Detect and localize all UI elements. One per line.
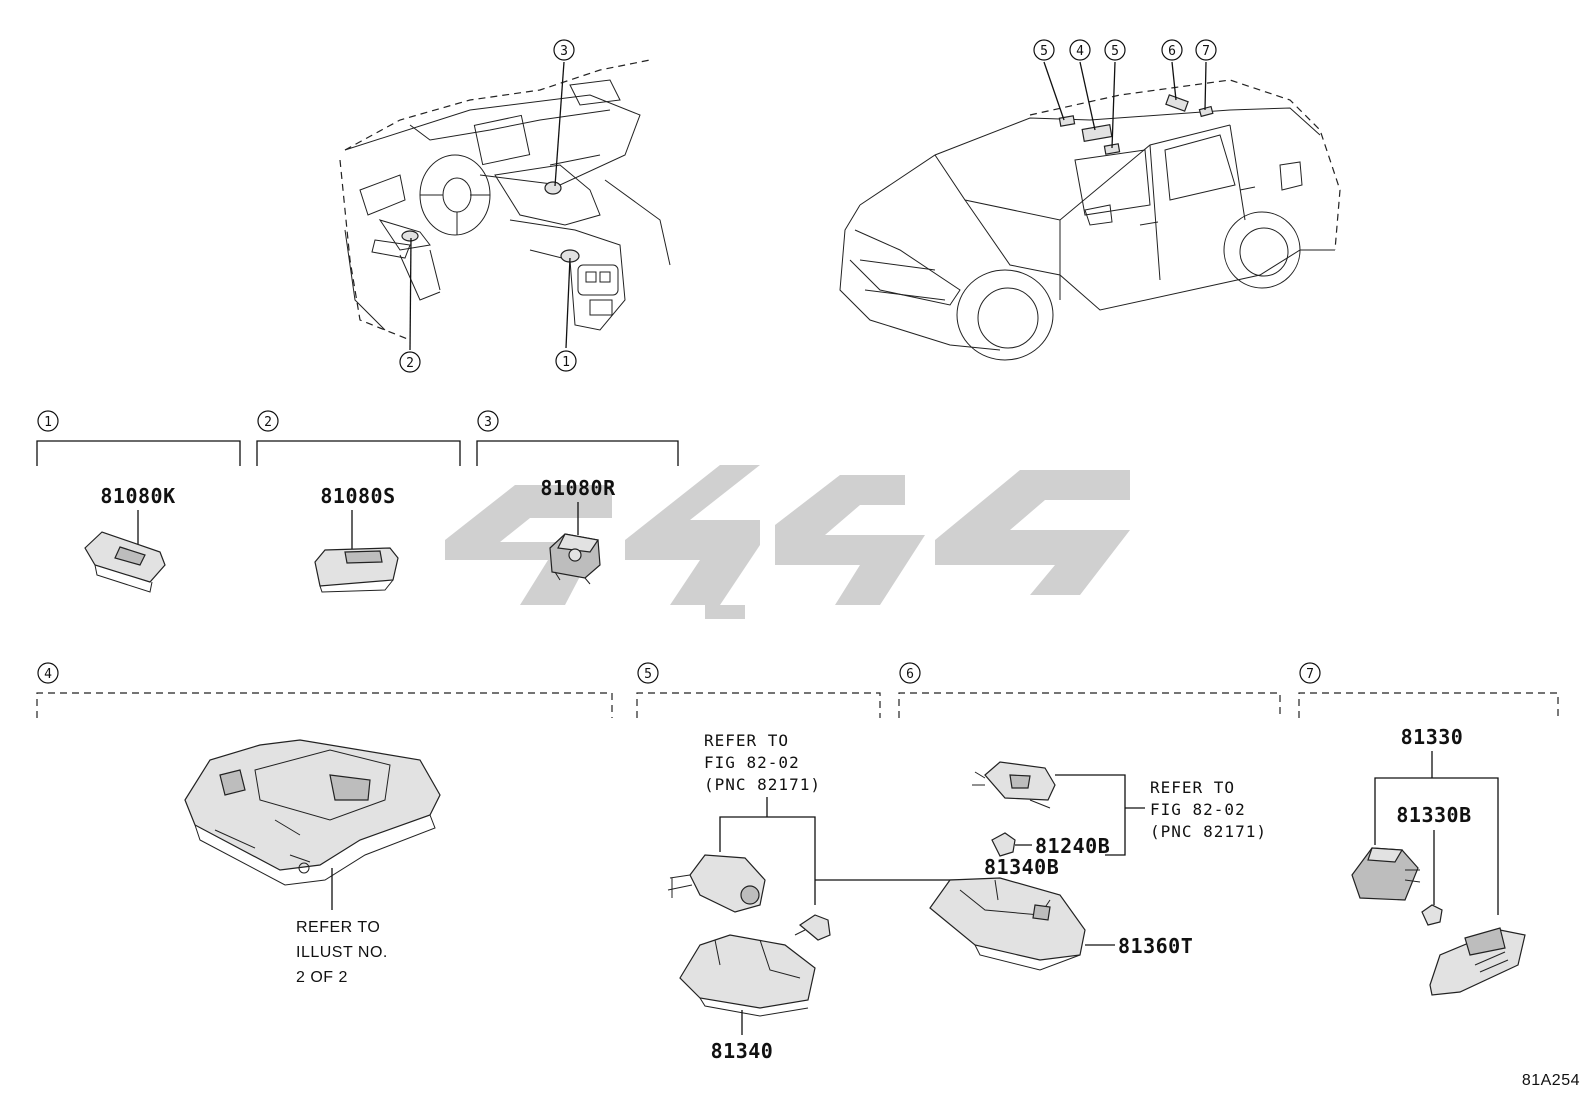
callout-3-top: 3 [553,39,575,61]
part-number-81240B: 81240B [1035,834,1110,858]
svg-text:1: 1 [44,415,52,430]
svg-text:3: 3 [484,415,492,430]
svg-text:4: 4 [44,667,52,682]
part-number-81330: 81330 [1401,725,1464,749]
bulb-81340B-icon [794,914,831,941]
overhead-console-icon [184,739,441,886]
switch-81080R-icon [549,533,601,585]
section-4: 4 REFER TO ILLUST NO. 2 OF 2 [36,662,613,986]
svg-text:6: 6 [1168,44,1176,59]
svg-text:ILLUST NO.: ILLUST NO. [296,944,388,961]
section-2: 2 81080S [256,410,461,593]
part-number-81080S: 81080S [320,484,395,508]
callout-5-roof-right: 5 [1104,39,1126,61]
part-number-81340: 81340 [711,1039,774,1063]
svg-text:FIG 82-02: FIG 82-02 [704,753,800,772]
svg-text:5: 5 [1111,44,1119,59]
svg-text:5: 5 [1040,44,1048,59]
svg-text:(PNC 82171): (PNC 82171) [704,775,821,794]
switch-81080S-icon [314,547,399,593]
svg-text:REFER TO: REFER TO [296,919,380,936]
lamp-cover-81340-icon [679,934,816,1017]
callout-6-roof: 6 [1161,39,1183,61]
bulb-81240B-icon [991,832,1016,857]
part-number-81340B: 81340B [984,855,1059,879]
diagram-id: 81A254 [1522,1072,1580,1089]
lamp-socket-icon [667,854,766,913]
section-6: 6 REFER TO FIG 82-02 (PNC 82171) 81240B … [898,662,1281,971]
callout-5-roof-left: 5 [1033,39,1055,61]
bulb-81330B-icon [1421,904,1443,926]
svg-text:FIG 82-02: FIG 82-02 [1150,800,1246,819]
svg-text:5: 5 [644,667,652,682]
svg-text:6: 6 [906,667,914,682]
section-7: 7 81330 81330B [1298,662,1559,996]
callout-1-dash: 1 [555,350,577,372]
lamp-housing-81360T-icon [929,877,1086,971]
lamp-assembly-81330-icon [1429,927,1526,996]
svg-text:2: 2 [264,415,272,430]
svg-text:2: 2 [406,356,414,371]
svg-text:4: 4 [1076,44,1084,59]
callout-7-roof: 7 [1195,39,1217,61]
svg-text:2 OF 2: 2 OF 2 [296,969,348,986]
part-number-81080K: 81080K [100,484,175,508]
svg-text:(PNC 82171): (PNC 82171) [1150,822,1267,841]
section-5: 5 REFER TO FIG 82-02 (PNC 82171) 81340B … [636,662,1059,1063]
section-3: 3 81080R [476,410,679,585]
svg-text:REFER TO: REFER TO [704,731,789,750]
switch-81080K-icon [84,531,166,593]
svg-text:7: 7 [1306,667,1314,682]
suv-illustration [839,61,1341,361]
dashboard-interior-illustration [339,59,671,351]
part-number-81360T: 81360T [1118,934,1193,958]
svg-text:REFER TO: REFER TO [1150,778,1235,797]
section-1: 1 81080K [36,410,241,593]
lamp-socket-81330-icon [1351,847,1421,901]
svg-text:7: 7 [1202,44,1210,59]
part-number-81330B: 81330B [1396,803,1471,827]
part-number-81080R: 81080R [540,476,616,500]
callout-4-roof: 4 [1069,39,1091,61]
svg-text:3: 3 [560,44,568,59]
svg-text:1: 1 [562,355,570,370]
callout-2-dash: 2 [399,351,421,373]
lamp-socket-81240-icon [972,761,1056,809]
